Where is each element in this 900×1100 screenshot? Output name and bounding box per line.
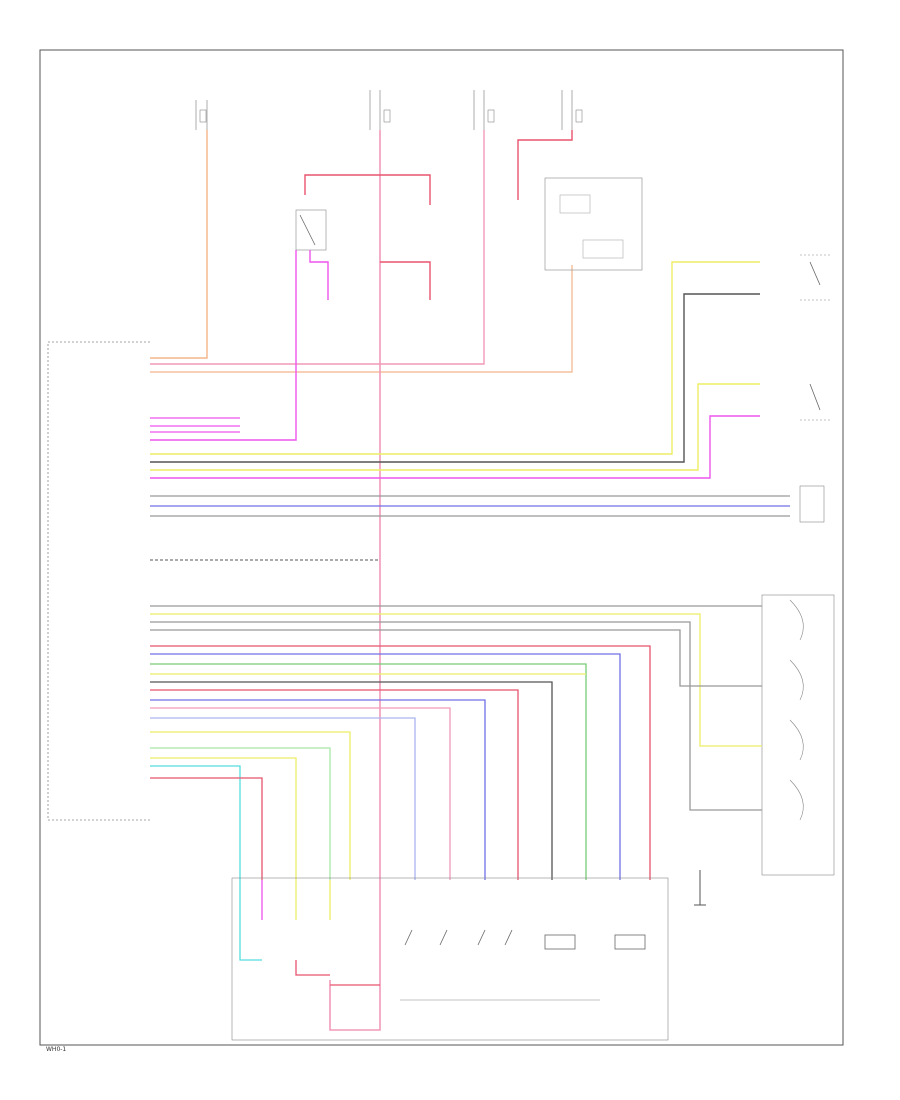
- relay-module-box: [544, 177, 643, 271]
- speed-sensor-b: [800, 383, 830, 421]
- transmission-range-connector: [799, 485, 825, 523]
- wire-bundle-5: [150, 645, 651, 880]
- wire-magenta-brake-lamp: [309, 250, 329, 300]
- wire-yellow-sensor-a: [150, 261, 760, 455]
- wire-pink-trunk: [329, 130, 381, 1031]
- speed-sensor-a: [800, 254, 830, 301]
- wire-bundle-2: [150, 613, 762, 747]
- wire-bundle-13: [150, 717, 416, 880]
- wire-orange-batt: [150, 130, 208, 359]
- wire-pink-fuse3: [150, 130, 485, 365]
- wire-bundle-15: [150, 747, 331, 880]
- wire-bundle-6: [150, 653, 621, 880]
- wire-magenta-bundle: [150, 417, 240, 433]
- wire-red-right-feed: [380, 174, 431, 205]
- fuse-group-2: [369, 90, 391, 130]
- wire-magenta-sensor-b: [150, 415, 760, 479]
- wire-yellow-sensor-b: [150, 383, 760, 471]
- fuse-group-3: [473, 90, 495, 130]
- wire-bundle-14: [150, 731, 351, 880]
- diagram-footer-code: WH0-1: [46, 1046, 66, 1053]
- wire-bundle-12: [150, 707, 451, 880]
- wire-magenta-brake: [150, 250, 297, 441]
- wire-red-relay-feed: [304, 174, 380, 195]
- wire-bundle-11: [150, 699, 486, 880]
- wire-bundle-7: [150, 663, 587, 880]
- solenoid-internal-wires: [239, 880, 380, 986]
- wire-bundle-10: [150, 689, 519, 880]
- wire-orange-ign: [150, 265, 573, 373]
- wire-red-second-feed: [380, 261, 431, 300]
- pcm-outline: [47, 341, 150, 821]
- solenoid-switches: [404, 929, 646, 950]
- fuse-group-1: [195, 100, 208, 130]
- wire-bundle-17: [150, 765, 241, 880]
- range-switch-box: [761, 594, 835, 876]
- wire-red-fuse4: [517, 130, 573, 200]
- wire-bundle-3: [150, 621, 762, 811]
- wire-bundle-16: [150, 757, 297, 880]
- transmission-solenoid-box: [231, 877, 669, 1041]
- wire-bundle-4: [150, 629, 762, 687]
- wire-bundle-18: [150, 777, 263, 880]
- range-switch-contacts: [789, 599, 804, 821]
- fuse-group-4: [561, 90, 583, 130]
- wire-bundle-9: [150, 681, 553, 880]
- brake-switch: [295, 209, 327, 251]
- wire-darkgray-sensor-a: [150, 293, 760, 463]
- diagram-frame: [39, 49, 844, 1046]
